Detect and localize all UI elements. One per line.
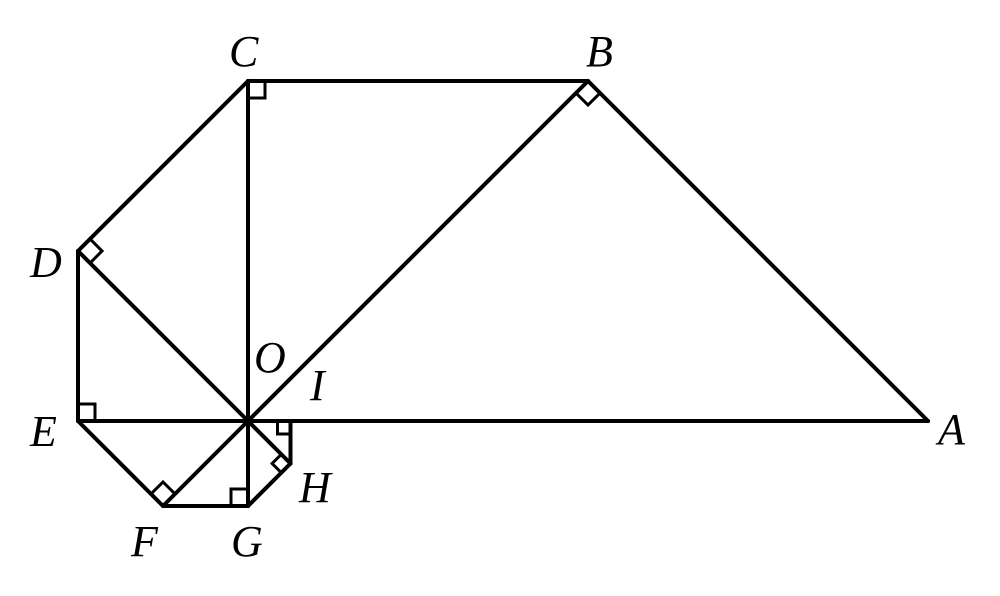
segments-layer (76, 79, 930, 508)
right-angle-mark-F (149, 479, 177, 496)
segment-OF (161, 419, 250, 508)
label-G: G (231, 517, 263, 566)
right-angle-marks-layer (78, 81, 602, 506)
right-angle-mark-G (229, 487, 248, 506)
label-A: A (935, 405, 966, 454)
label-F: F (130, 517, 159, 566)
label-E: E (29, 407, 57, 456)
label-O: O (254, 333, 286, 382)
right-angle-mark-C (248, 81, 267, 100)
segment-GH (246, 461, 293, 508)
right-angle-mark-D (88, 237, 105, 265)
right-angle-mark-E (78, 402, 97, 421)
label-B: B (586, 27, 613, 76)
segment-OD (76, 249, 250, 423)
right-angle-mark-H (269, 453, 283, 474)
point-labels-layer: A B C D E F G H I O (29, 27, 966, 566)
segment-AB (586, 79, 930, 423)
label-H: H (298, 463, 333, 512)
label-I: I (309, 361, 327, 410)
segment-OB (246, 79, 590, 423)
right-angle-mark-I (276, 421, 291, 436)
segment-CD (76, 79, 250, 253)
label-D: D (29, 238, 62, 287)
label-C: C (229, 27, 259, 76)
segment-OH (246, 419, 293, 466)
right-angle-mark-B (574, 91, 602, 108)
segment-EF (76, 419, 165, 508)
